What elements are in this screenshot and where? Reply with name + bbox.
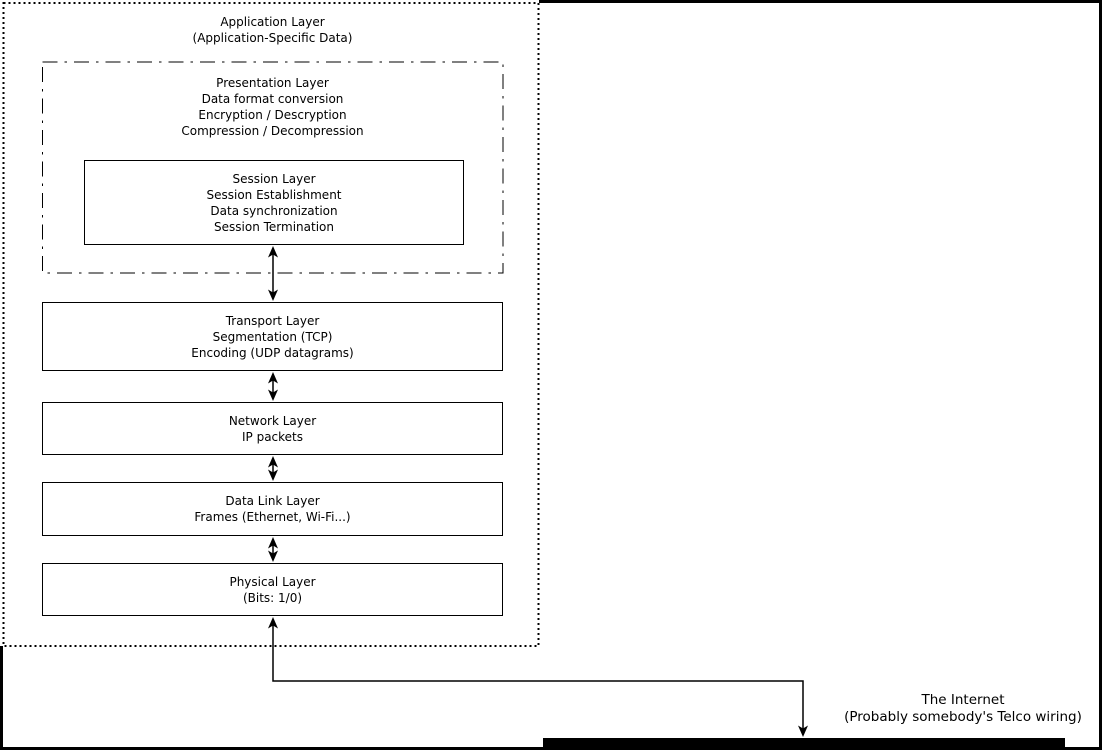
application-layer-label: Application Layer (Application-Specific … <box>42 14 503 46</box>
layer-detail: (Application-Specific Data) <box>192 31 353 45</box>
physical-layer-box: Physical Layer (Bits: 1/0) <box>42 563 503 616</box>
layer-detail: Encoding (UDP datagrams) <box>191 345 354 360</box>
internet-wire-bar <box>543 738 1065 749</box>
internet-title: The Internet <box>921 692 1005 708</box>
layer-title: Session Layer <box>232 171 316 186</box>
physical-internet-connector <box>268 617 808 737</box>
layer-title: Application Layer <box>220 15 325 29</box>
layer-detail: Frames (Ethernet, Wi-Fi...) <box>194 510 351 524</box>
layer-detail: Data format conversion <box>201 92 344 106</box>
layer-detail: (Bits: 1/0) <box>242 590 303 605</box>
layer-detail: IP packets <box>241 429 304 444</box>
computer-dotted-border <box>2 2 540 647</box>
network-layer-box: Network Layer IP packets <box>42 402 503 455</box>
internet-label: The Internet (Probably somebody's Telco … <box>813 692 1102 726</box>
layer-title: Transport Layer <box>225 313 320 328</box>
presentation-dashdot-border <box>41 61 504 274</box>
layer-detail: Encryption / Descryption <box>198 108 347 122</box>
layer-detail: Segmentation (TCP) <box>212 329 333 344</box>
double-arrow-session-transport <box>268 246 278 301</box>
presentation-layer-label: Presentation Layer Data format conversio… <box>42 75 503 139</box>
layer-title: Data Link Layer <box>225 494 320 508</box>
layer-title: Presentation Layer <box>216 76 329 90</box>
layer-detail: Session Termination <box>214 219 334 234</box>
layer-title: Physical Layer <box>229 574 316 589</box>
double-arrow-datalink-physical <box>268 537 278 562</box>
datalink-layer-box: Data Link Layer Frames (Ethernet, Wi-Fi.… <box>42 482 503 536</box>
layer-detail: Compression / Decompression <box>181 124 364 138</box>
double-arrow-network-datalink <box>268 456 278 481</box>
internet-subtitle: (Probably somebody's Telco wiring) <box>844 709 1082 725</box>
session-layer-box: Session Layer Session Establishment Data… <box>84 160 464 245</box>
transport-layer-box: Transport Layer Segmentation (TCP) Encod… <box>42 302 503 371</box>
layer-title: Network Layer <box>228 413 317 428</box>
layer-detail: Data synchronization <box>210 203 338 218</box>
layer-detail: Session Establishment <box>206 187 342 202</box>
double-arrow-transport-network <box>268 372 278 401</box>
